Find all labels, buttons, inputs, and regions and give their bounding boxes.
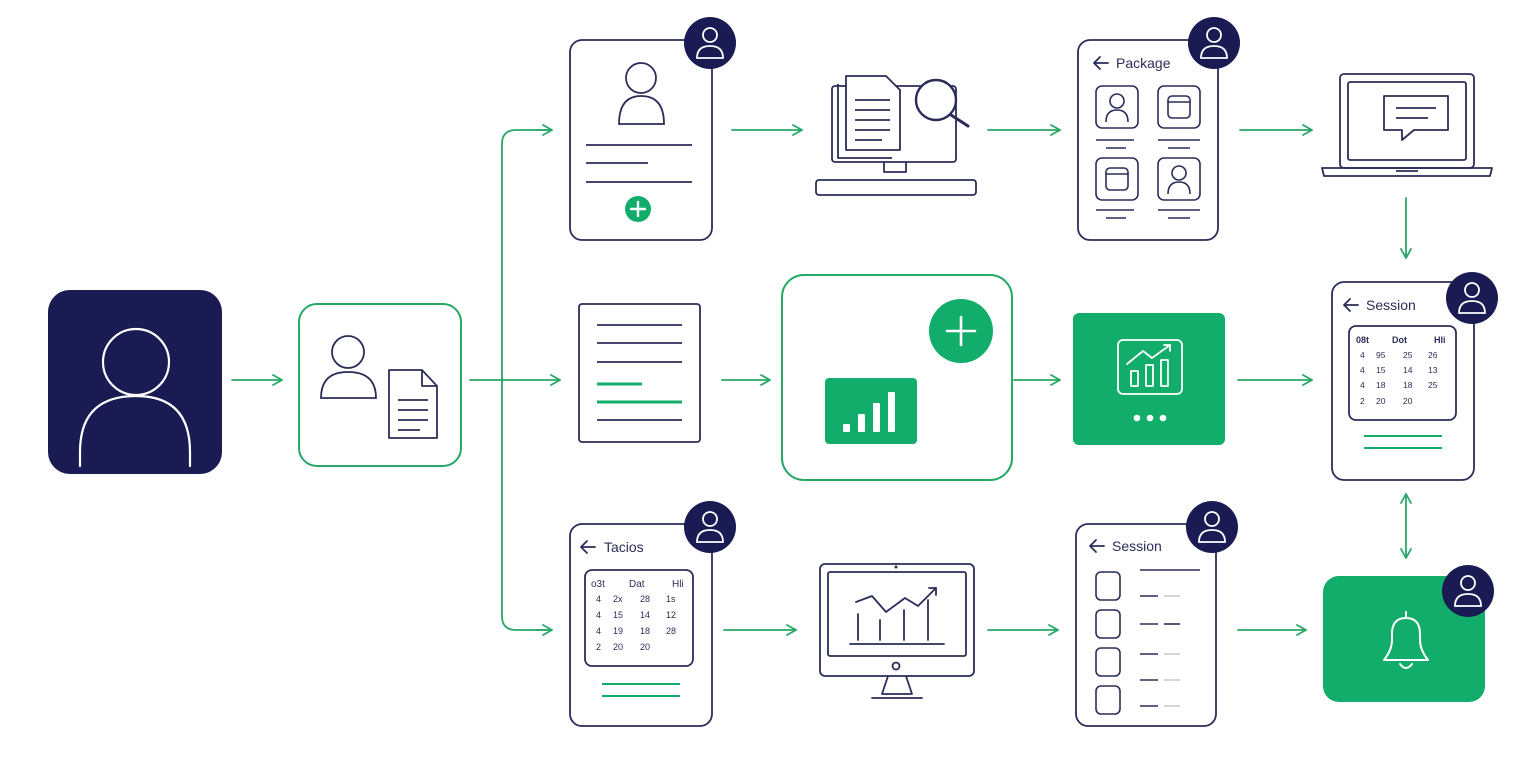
connectors (231, 124, 1412, 636)
calendar-cell: 4 (1360, 365, 1365, 375)
user-icon (1446, 272, 1498, 324)
back-arrow-icon (1093, 56, 1109, 70)
calendar-cell: 28 (640, 594, 650, 604)
calendar-cell: 20 (613, 642, 623, 652)
calendar-cell: 4 (596, 594, 601, 604)
more-dots-icon (1133, 414, 1167, 422)
branch-connector-vertical (501, 129, 551, 631)
calendar-icon (1157, 85, 1201, 129)
user-icon (78, 327, 192, 468)
growth-chart-icon (1117, 339, 1183, 395)
calendar-cell: 26 (1428, 350, 1438, 360)
list-item-icon (1095, 647, 1121, 677)
session-list-title: Session (1112, 538, 1162, 554)
calendar-icon: 08t Dot Hli 4 95 25 26 4 15 14 13 4 18 1… (1348, 325, 1457, 421)
document-icon (837, 75, 901, 159)
calendar-cell: 18 (1403, 380, 1413, 390)
calendar-cell: 4 (1360, 380, 1365, 390)
calendar-cell: 4 (1360, 350, 1365, 360)
calendar-cell: 25 (1403, 350, 1413, 360)
package-card-title: Package (1116, 55, 1171, 71)
growth-chart-tile (1073, 313, 1225, 445)
calendar-cell: 14 (1403, 365, 1413, 375)
calendar-cell: 18 (640, 626, 650, 636)
user-icon (1157, 157, 1201, 201)
calendar-header: Dot (1392, 335, 1407, 345)
session-calendar-card: Session 08t Dot Hli 4 95 25 26 4 15 14 1… (1331, 281, 1475, 481)
user-icon (320, 335, 377, 399)
tacios-card-title: Tacios (604, 539, 644, 555)
profile-document-tile (298, 303, 462, 467)
growth-chart-icon (849, 587, 945, 645)
add-icon (929, 299, 993, 363)
calendar-cell: 20 (640, 642, 650, 652)
user-icon (684, 17, 736, 69)
notification-tile (1323, 576, 1485, 702)
user-icon (1188, 17, 1240, 69)
calendar-cell: 14 (640, 610, 650, 620)
back-arrow-icon (1089, 539, 1105, 553)
user-tile (48, 290, 222, 474)
calendar-header: Hli (672, 579, 684, 590)
calendar-cell: 4 (596, 610, 601, 620)
user-icon (1095, 85, 1139, 129)
list-item-icon (1095, 571, 1121, 601)
analytics-panel (781, 274, 1013, 481)
calendar-cell: 19 (613, 626, 623, 636)
session-list-card: Session (1075, 523, 1217, 727)
text-report-card (578, 303, 701, 443)
package-card: Package (1077, 39, 1219, 241)
laptop-icon (1321, 73, 1493, 177)
desktop-monitor-icon (819, 563, 975, 699)
session-card-title: Session (1366, 297, 1416, 313)
tacios-calendar-card: Tacios o3t Dat Hli 4 2x 28 1s 4 15 14 12… (569, 523, 713, 727)
calendar-header: Hli (1434, 335, 1446, 345)
calendar-cell: 95 (1376, 350, 1386, 360)
back-arrow-icon (580, 540, 596, 554)
calendar-cell: 15 (613, 610, 623, 620)
user-icon (684, 501, 736, 553)
calendar-cell: 2 (1360, 396, 1365, 406)
magnifier-icon (914, 78, 970, 128)
calendar-cell: 2 (596, 642, 601, 652)
calendar-cell: 20 (1403, 396, 1413, 406)
calendar-cell: 13 (1428, 365, 1438, 375)
chat-bubble-icon (1383, 95, 1449, 141)
calendar-icon (1095, 157, 1139, 201)
list-item-icon (1095, 685, 1121, 715)
calendar-cell: 25 (1428, 380, 1438, 390)
calendar-cell: 2x (613, 594, 623, 604)
calendar-icon: o3t Dat Hli 4 2x 28 1s 4 15 14 12 4 19 1… (584, 569, 694, 667)
calendar-header: 08t (1356, 335, 1369, 345)
user-icon (618, 62, 665, 125)
user-icon (1186, 501, 1238, 553)
calendar-cell: 1s (666, 594, 676, 604)
bell-icon (1383, 611, 1429, 669)
document-search-desktop (815, 75, 977, 196)
calendar-cell: 20 (1376, 396, 1386, 406)
bar-chart-icon (825, 378, 917, 444)
add-icon (625, 196, 651, 222)
calendar-header: Dat (629, 579, 645, 590)
new-user-form-card (569, 39, 713, 241)
list-item-icon (1095, 609, 1121, 639)
calendar-header: o3t (591, 579, 605, 590)
document-icon (388, 369, 438, 439)
calendar-cell: 15 (1376, 365, 1386, 375)
calendar-cell: 28 (666, 626, 676, 636)
back-arrow-icon (1343, 298, 1359, 312)
calendar-cell: 18 (1376, 380, 1386, 390)
calendar-cell: 4 (596, 626, 601, 636)
user-icon (1442, 565, 1494, 617)
calendar-cell: 12 (666, 610, 676, 620)
